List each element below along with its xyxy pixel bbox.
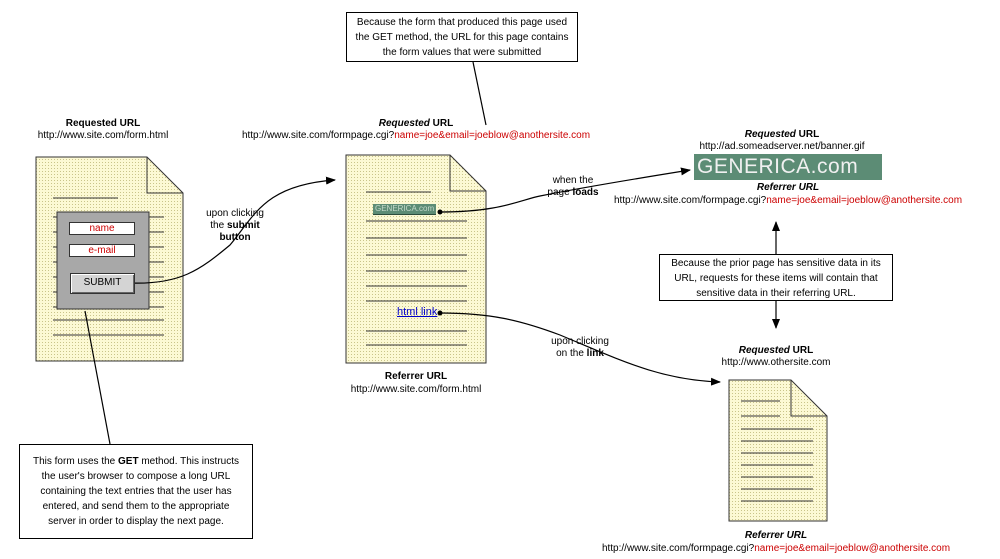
load-arrow-label: when the page loads bbox=[528, 175, 618, 199]
bottom-note-pointer bbox=[84, 310, 111, 445]
bottom-note-line: the user's browser to compose a long URL bbox=[41, 471, 231, 482]
big-banner-ad[interactable]: GENERICA.com bbox=[694, 154, 882, 180]
banner-referrer-url: http://www.site.com/formpage.cgi?name=jo… bbox=[588, 195, 988, 207]
bottom-note-bold: GET bbox=[118, 456, 139, 467]
bottom-note-text: This form uses the bbox=[32, 456, 119, 467]
submit-arrow-line3: button bbox=[219, 232, 251, 243]
page3-requested-url: http://www.othersite.com bbox=[721, 357, 831, 368]
label-rest: URL bbox=[429, 118, 454, 129]
load-arrow-bold: loads bbox=[572, 187, 599, 198]
label-italic: Referrer URL bbox=[744, 530, 808, 541]
page-othersite bbox=[728, 379, 828, 522]
middle-note-line: sensitive data in their referring URL. bbox=[696, 288, 856, 299]
load-arrow-line2: page loads bbox=[528, 187, 618, 199]
link-arrow-bold: link bbox=[586, 348, 604, 359]
arrow-submit-to-formpage bbox=[128, 176, 336, 284]
link-arrow-label: upon clicking on the link bbox=[535, 336, 625, 360]
top-note-line: Because the form that produced this page… bbox=[356, 17, 568, 28]
page-form-html bbox=[35, 156, 184, 362]
bottom-note-line1: This form uses the GET method. This inst… bbox=[20, 454, 252, 469]
label-italic: Requested bbox=[744, 129, 796, 140]
arrow-page-load-to-banner bbox=[439, 167, 691, 213]
link-arrow-line1: upon clicking bbox=[551, 336, 609, 347]
top-note-line: the form values that were submitted bbox=[382, 47, 542, 58]
banner-requested-url: http://ad.someadserver.net/banner.gif bbox=[699, 141, 865, 152]
bottom-note: This form uses the GET method. This inst… bbox=[19, 444, 253, 539]
url-query: name=joe&email=joeblow@anothersite.com bbox=[754, 543, 951, 554]
top-note-line: the GET method, the URL for this page co… bbox=[355, 32, 569, 43]
email-field[interactable]: e-mail bbox=[69, 244, 135, 257]
name-field[interactable]: name bbox=[69, 222, 135, 235]
page1-requested-label: Requested URL bbox=[65, 118, 141, 129]
submit-arrow-line2: the submit bbox=[190, 220, 280, 232]
label-italic: Referrer URL bbox=[756, 182, 820, 193]
top-note: Because the form that produced this page… bbox=[346, 12, 578, 62]
page2-requested-url: http://www.site.com/formpage.cgi?name=jo… bbox=[216, 130, 616, 142]
page-formpage-cgi bbox=[345, 154, 487, 364]
page2-requested-label: Requested URL bbox=[216, 118, 616, 130]
arrow-link-to-othersite bbox=[439, 312, 721, 386]
middle-note-line: Because the prior page has sensitive dat… bbox=[671, 258, 881, 269]
small-banner-ad[interactable]: GENERICA.com bbox=[373, 204, 437, 215]
bottom-note-text: method. This instructs bbox=[138, 456, 239, 467]
bottom-note-line: containing the text entries that the use… bbox=[40, 486, 232, 497]
url-query: name=joe&email=joeblow@anothersite.com bbox=[394, 130, 591, 141]
url-base: http://www.site.com/formpage.cgi? bbox=[601, 543, 755, 554]
url-query: name=joe&email=joeblow@anothersite.com bbox=[766, 195, 963, 206]
load-arrow-line1: when the bbox=[552, 175, 594, 186]
submit-button[interactable]: SUBMIT bbox=[70, 273, 135, 294]
label-rest: URL bbox=[795, 129, 820, 140]
url-base: http://www.site.com/formpage.cgi? bbox=[613, 195, 767, 206]
bottom-note-line: entered, and send them to the appropriat… bbox=[42, 501, 230, 512]
load-arrow-text: page bbox=[547, 187, 573, 198]
banner-referrer-label: Referrer URL bbox=[688, 182, 888, 194]
page3-referrer-url: http://www.site.com/formpage.cgi?name=jo… bbox=[576, 543, 976, 555]
label-italic: Requested bbox=[378, 118, 430, 129]
middle-note-line: URL, requests for these items will conta… bbox=[674, 273, 878, 284]
middle-note: Because the prior page has sensitive dat… bbox=[659, 254, 893, 301]
link-arrow-text: on the bbox=[556, 348, 587, 359]
banner-requested-label: Requested URL bbox=[682, 129, 882, 141]
top-note-pointer bbox=[472, 61, 487, 126]
page1-requested-url: http://www.site.com/form.html bbox=[37, 130, 169, 141]
page3-referrer-label: Referrer URL bbox=[676, 530, 876, 542]
submit-arrow-text: the bbox=[210, 220, 227, 231]
page3-requested-label: Requested URL bbox=[676, 345, 876, 357]
page2-referrer-url: http://www.site.com/form.html bbox=[350, 384, 482, 395]
submit-arrow-label: upon clicking the submit button bbox=[190, 208, 280, 244]
label-italic: Requested bbox=[738, 345, 790, 356]
bottom-note-line: server in order to display the next page… bbox=[48, 516, 224, 527]
submit-arrow-line1: upon clicking bbox=[206, 208, 264, 219]
page2-referrer-label: Referrer URL bbox=[384, 371, 448, 382]
link-arrow-line2: on the link bbox=[535, 348, 625, 360]
html-link[interactable]: html link bbox=[397, 306, 438, 318]
label-rest: URL bbox=[789, 345, 814, 356]
submit-arrow-bold: submit bbox=[226, 220, 260, 231]
url-base: http://www.site.com/formpage.cgi? bbox=[241, 130, 395, 141]
